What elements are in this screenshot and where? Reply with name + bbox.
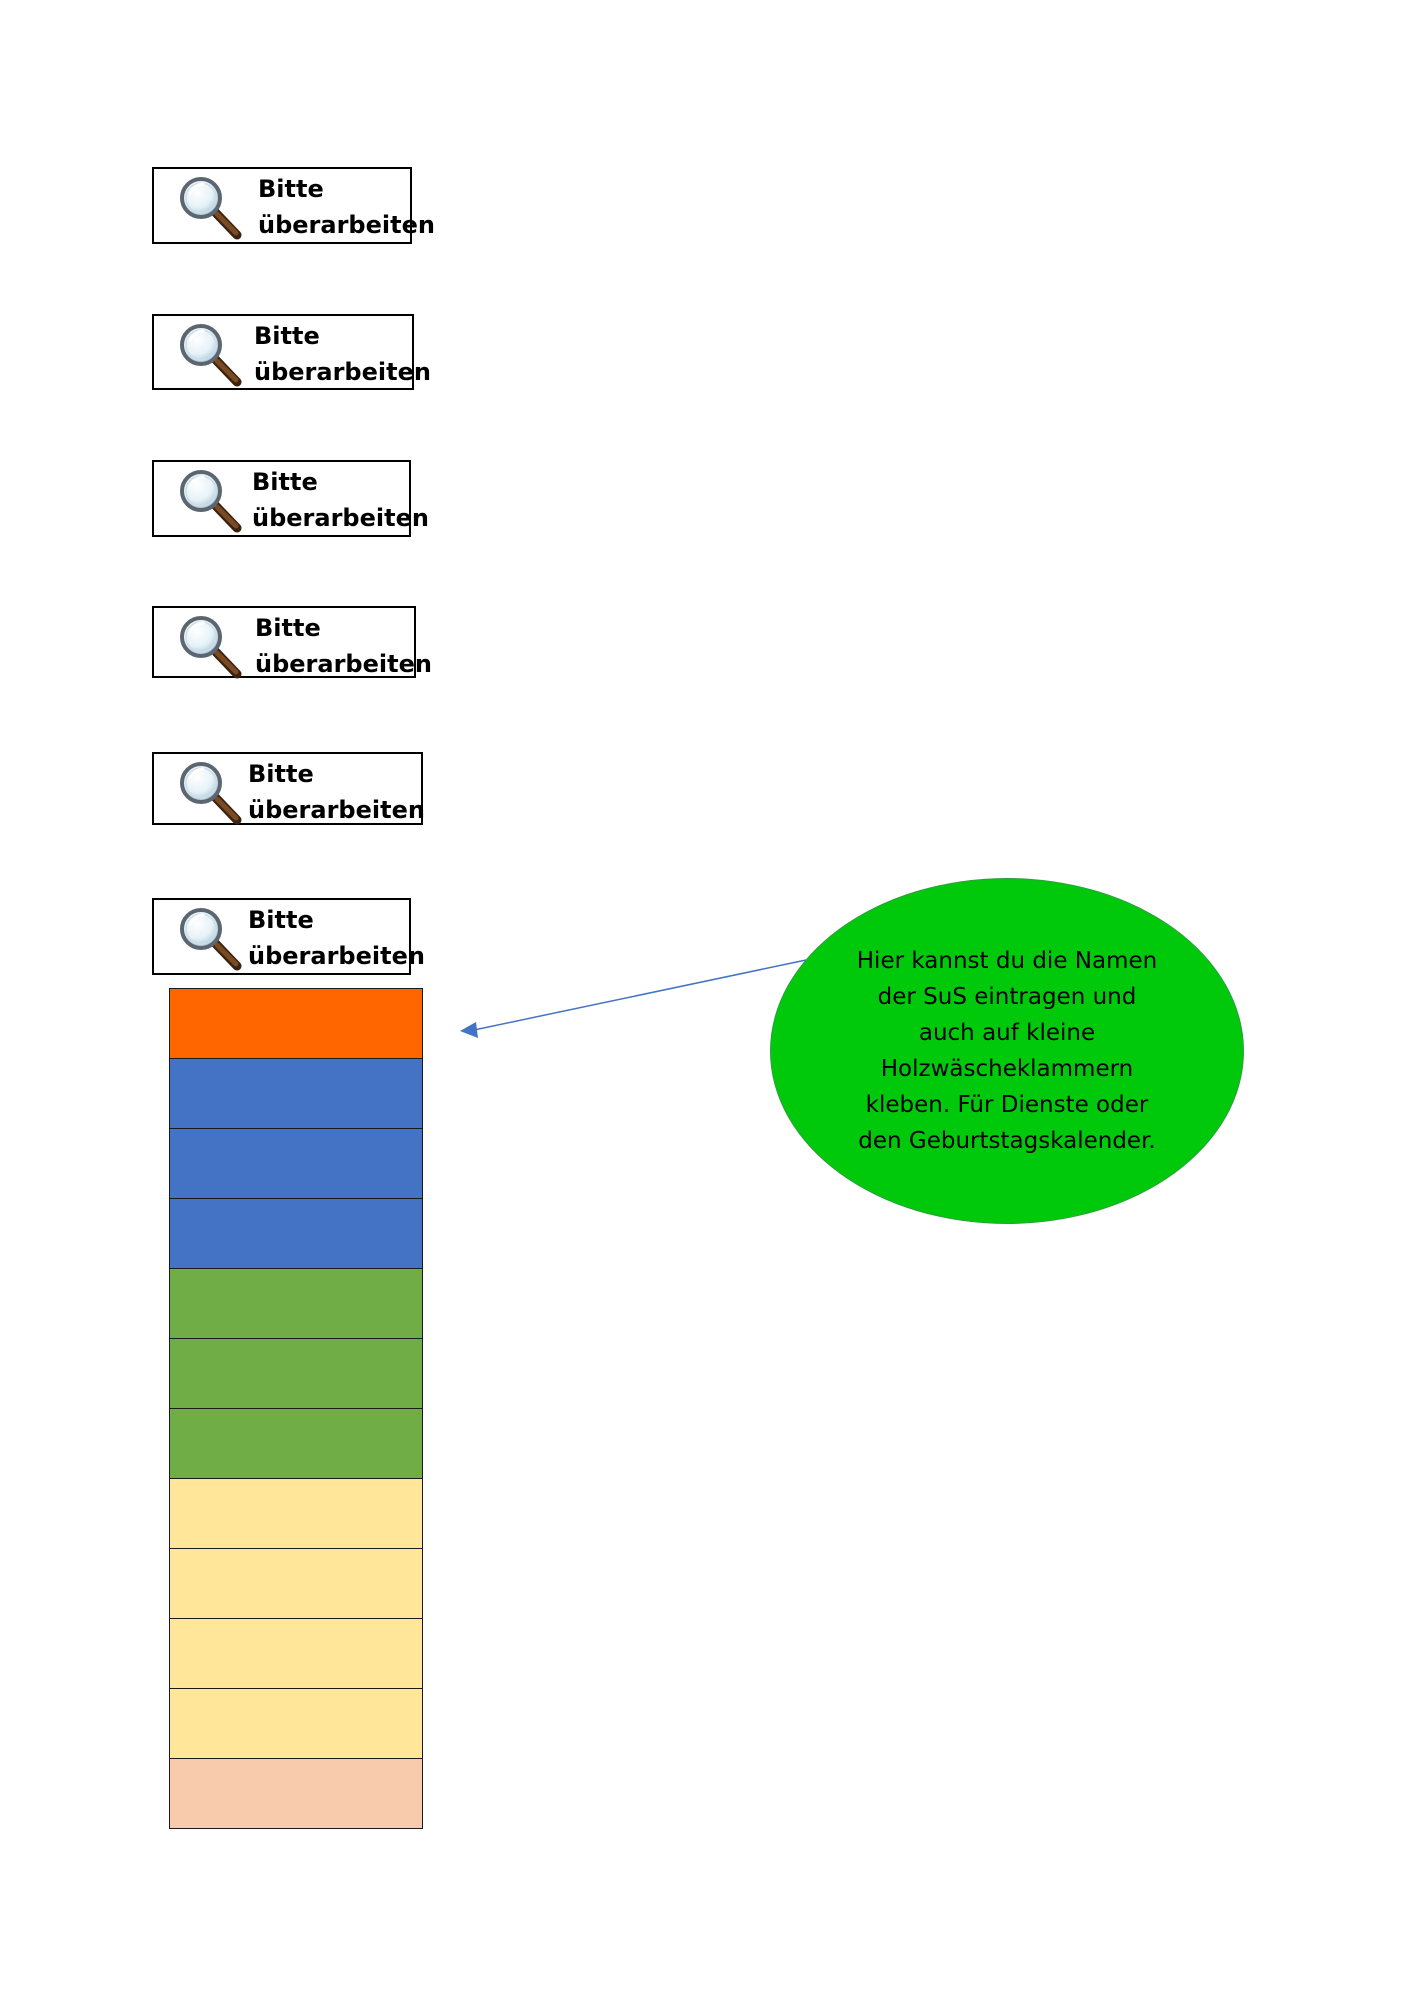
label-text: Bitte überarbeiten [255, 610, 432, 682]
label-text: Bitte überarbeiten [254, 318, 431, 390]
label-line-2: überarbeiten [248, 942, 425, 970]
strip-cell [169, 988, 423, 1059]
strip-cell [169, 1128, 423, 1199]
strip-cell [169, 1618, 423, 1689]
name-strip [169, 988, 423, 1829]
strip-cell [169, 1548, 423, 1619]
magnifying-glass-icon [176, 612, 244, 680]
label-line-1: Bitte [255, 614, 321, 642]
label-card: Bitte überarbeiten [152, 314, 431, 390]
label-card: Bitte überarbeiten [152, 460, 429, 537]
strip-cell [169, 1338, 423, 1409]
label-line-1: Bitte [248, 906, 314, 934]
label-line-1: Bitte [248, 760, 314, 788]
magnifying-glass-icon [176, 320, 244, 388]
label-text: Bitte überarbeiten [252, 464, 429, 536]
label-card: Bitte überarbeiten [152, 752, 425, 828]
strip-cell [169, 1408, 423, 1479]
label-line-2: überarbeiten [252, 504, 429, 532]
arrow-line [473, 959, 807, 1031]
label-line-2: überarbeiten [248, 796, 425, 824]
strip-cell [169, 1758, 423, 1829]
magnifying-glass-icon [176, 466, 244, 534]
label-text: Bitte überarbeiten [248, 756, 425, 828]
label-text: Bitte überarbeiten [248, 902, 425, 974]
magnifying-glass-icon [176, 758, 244, 826]
label-text: Bitte überarbeiten [258, 171, 435, 243]
strip-cell [169, 1268, 423, 1339]
strip-cell [169, 1058, 423, 1129]
strip-cell [169, 1688, 423, 1759]
label-line-2: überarbeiten [254, 358, 431, 386]
callout-text: Hier kannst du die Namen der SuS eintrag… [856, 948, 1158, 1154]
strip-cell [169, 1478, 423, 1549]
label-card: Bitte überarbeiten [152, 898, 425, 975]
magnifying-glass-icon [176, 904, 244, 972]
label-card: Bitte überarbeiten [152, 606, 432, 680]
arrow-head [460, 1022, 478, 1038]
label-line-1: Bitte [258, 175, 324, 203]
callout-bubble: Hier kannst du die Namen der SuS eintrag… [770, 878, 1244, 1224]
label-line-1: Bitte [254, 322, 320, 350]
label-line-2: überarbeiten [255, 650, 432, 678]
label-card: Bitte überarbeiten [152, 167, 435, 244]
label-line-1: Bitte [252, 468, 318, 496]
label-line-2: überarbeiten [258, 211, 435, 239]
strip-cell [169, 1198, 423, 1269]
magnifying-glass-icon [176, 173, 244, 241]
